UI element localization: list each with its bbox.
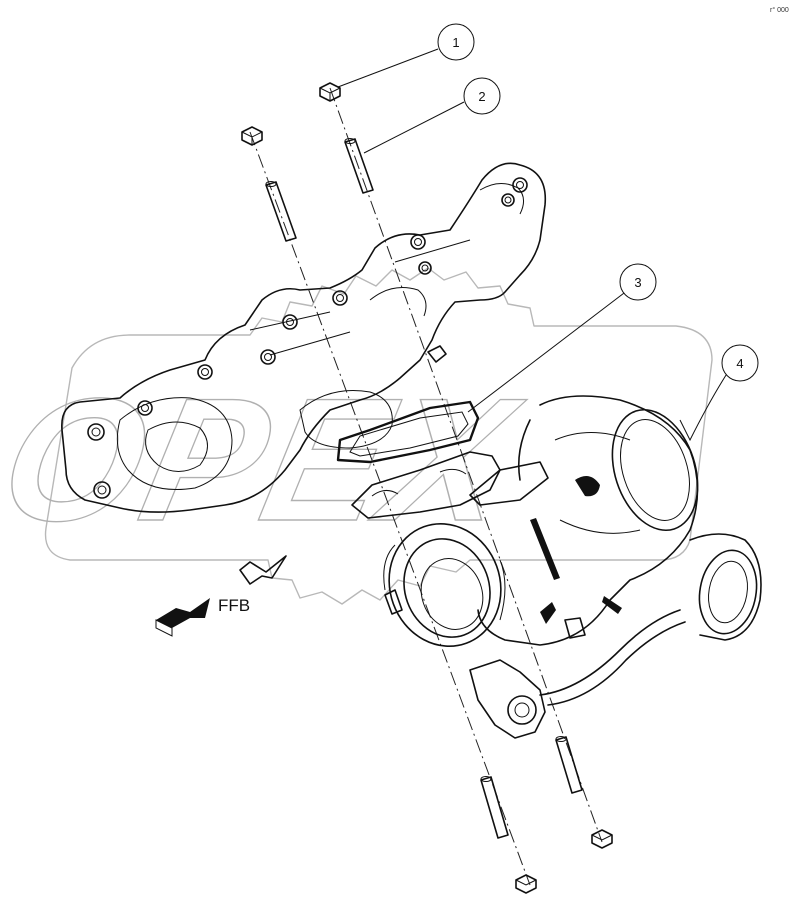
exhaust-manifold: [61, 162, 547, 513]
nut-bottom-left: [515, 874, 537, 894]
stud-bottom-right: [555, 736, 583, 794]
stud-top-left: [265, 181, 297, 242]
center-lines: [249, 87, 603, 886]
corner-mark: r° 000: [770, 6, 789, 14]
nut-top-right: [319, 82, 341, 102]
watermark: OPEX: [0, 267, 713, 605]
callout-1-number: 1: [452, 35, 459, 50]
callout-3-number: 3: [634, 275, 641, 290]
direction-arrow: [156, 598, 210, 628]
callout-2: 2: [463, 77, 501, 115]
callout-2-circle: [463, 77, 501, 115]
callout-3: 3: [619, 263, 657, 301]
direction-label: FFB: [218, 596, 250, 615]
watermark-text: OPEX: [0, 362, 535, 558]
turbocharger: [351, 395, 762, 739]
callout-leaders: [337, 48, 729, 442]
flange-gasket: [336, 400, 480, 464]
callout-1-circle: [437, 23, 475, 61]
nut-top-left: [241, 126, 263, 146]
nut-bottom-right: [591, 829, 613, 849]
callout-4-number: 4: [736, 356, 743, 371]
stud-top-right: [344, 138, 374, 194]
stud-bottom-left: [480, 776, 509, 839]
watermark-plate: [44, 267, 713, 605]
callout-1: 1: [437, 23, 475, 61]
callout-3-circle: [619, 263, 657, 301]
callout-2-number: 2: [478, 89, 485, 104]
callout-4: 4: [721, 344, 759, 382]
direction-indicator: FFB: [155, 555, 287, 637]
callout-4-circle: [721, 344, 759, 382]
